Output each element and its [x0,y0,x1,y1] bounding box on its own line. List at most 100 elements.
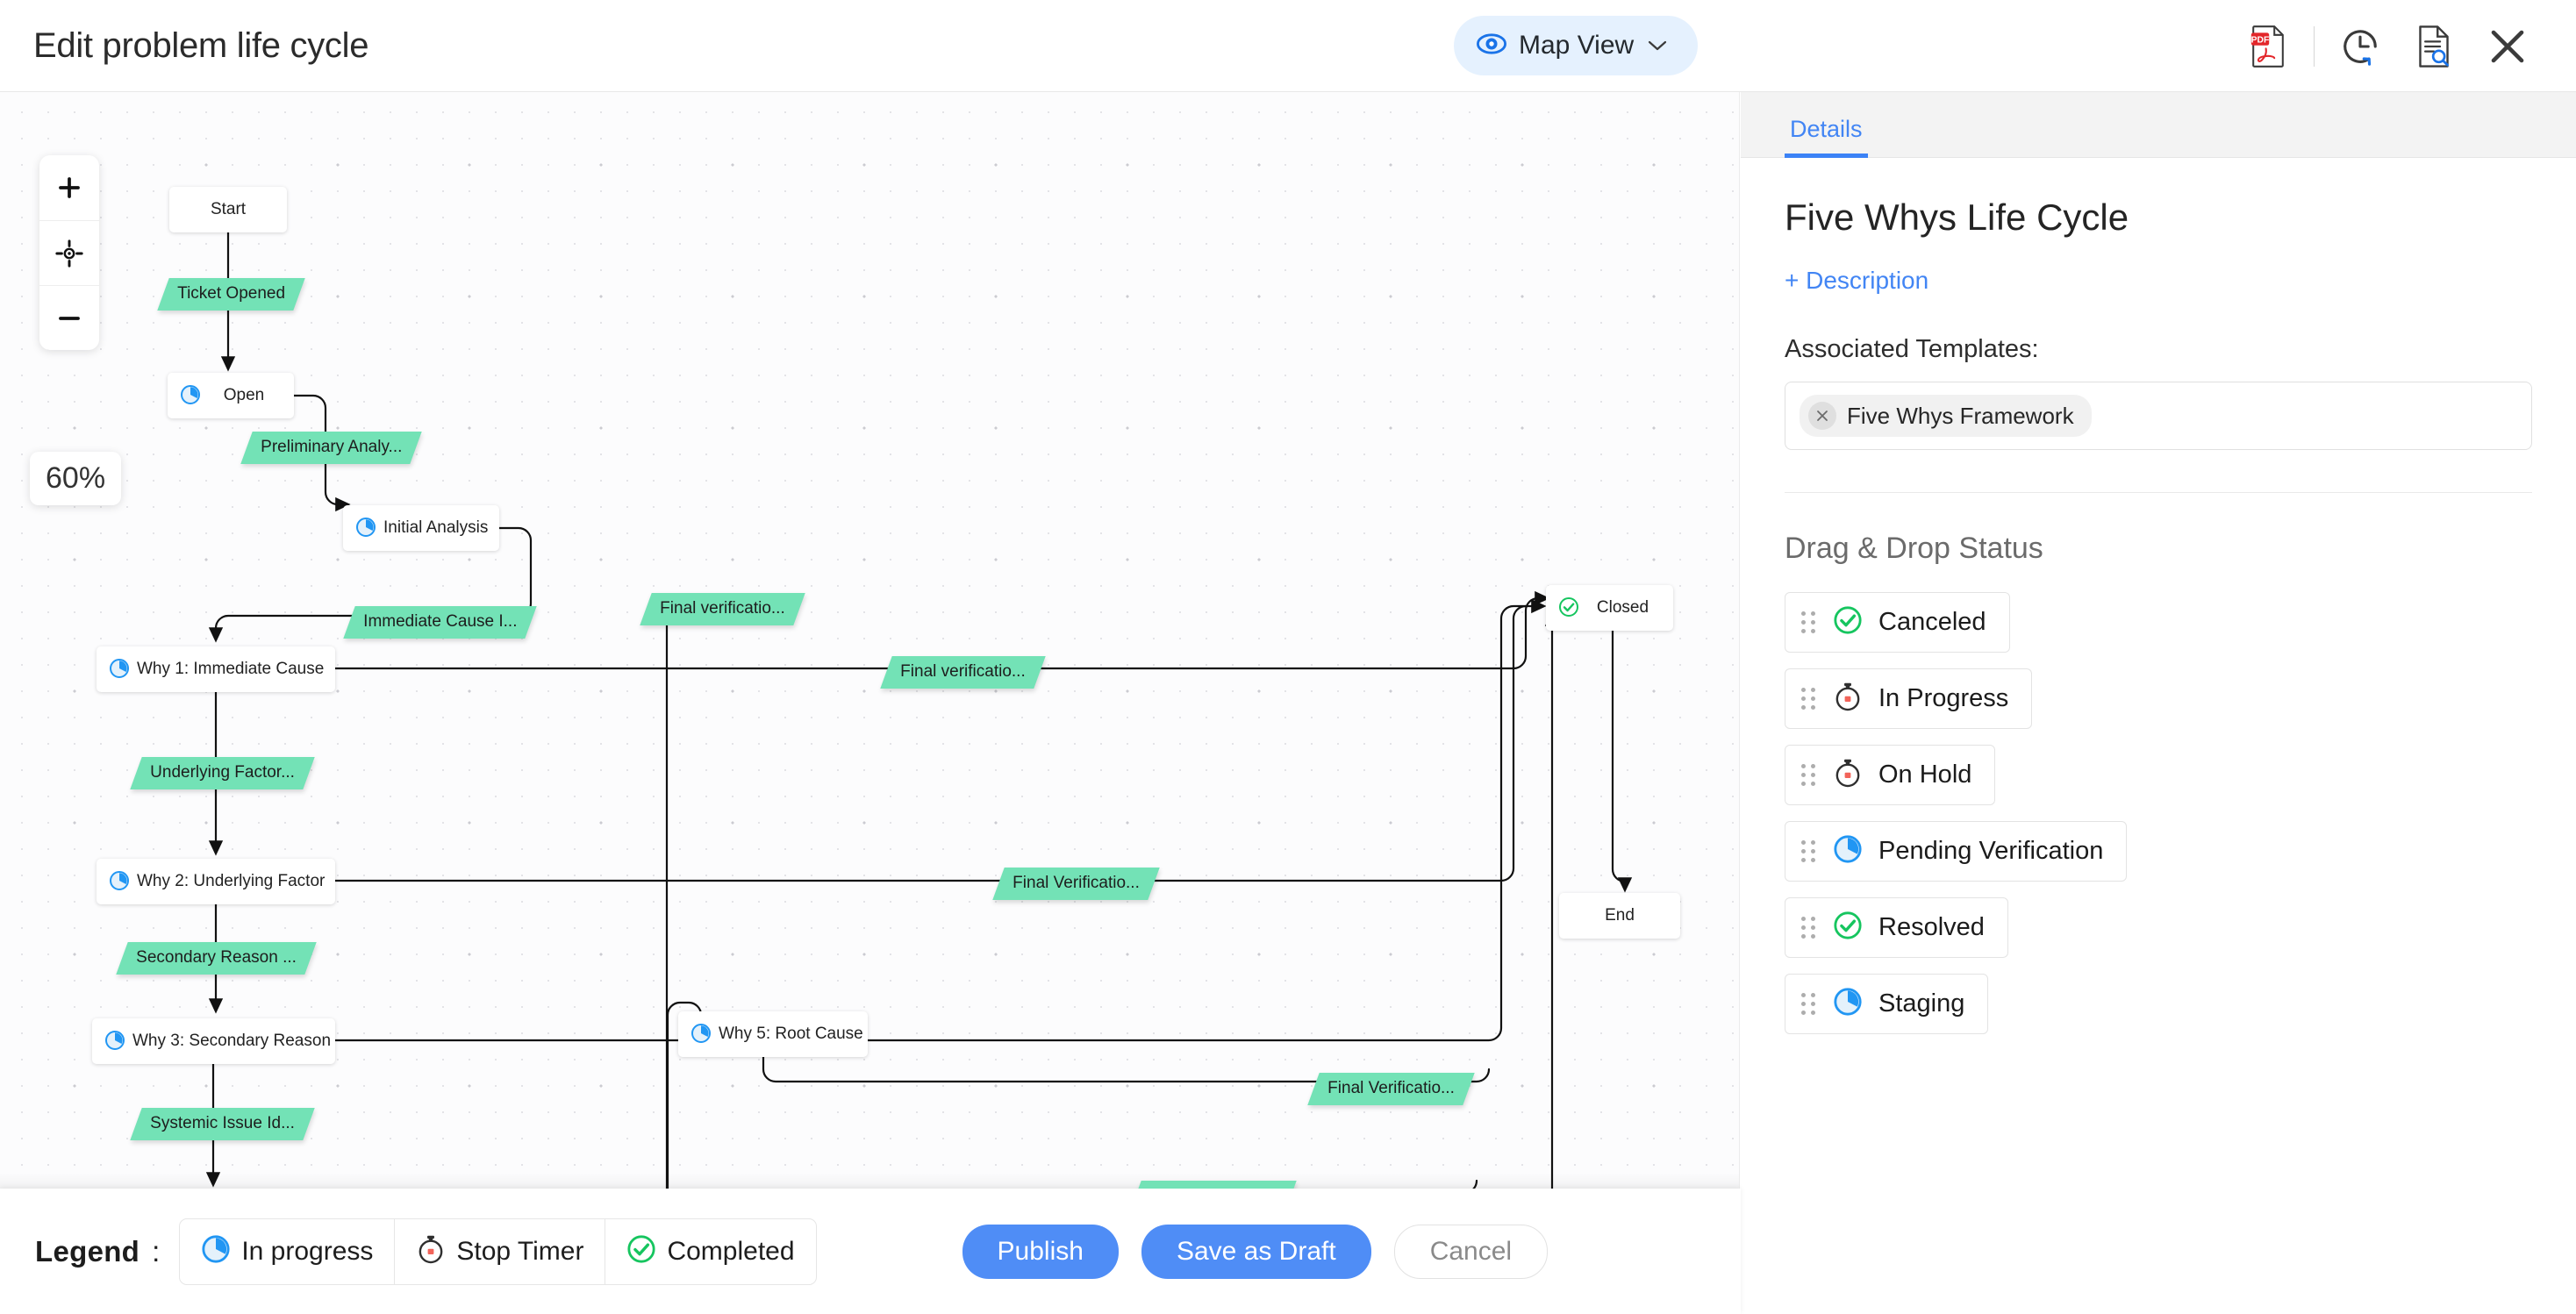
template-chip[interactable]: Five Whys Framework [1800,395,2092,437]
close-icon[interactable] [1808,402,1836,430]
flow-node-why3[interactable]: Why 3: Secondary Reason [92,1018,335,1064]
drag-handle-icon[interactable] [1801,992,1817,1016]
flow-edge-label-text: Final Verificatio... [1149,1187,1277,1189]
flow-node-label: Why 3: Secondary Reason [132,1032,332,1050]
chevron-down-icon [1648,36,1667,55]
history-clock-icon[interactable] [2323,10,2397,83]
status-label: Pending Verification [1878,837,2104,865]
legend-item: Completed [605,1218,815,1284]
in-progress-icon [104,1030,127,1053]
zoom-controls [39,155,99,350]
tab-details[interactable]: Details [1785,116,1868,158]
flow-node-start[interactable]: Start [169,187,287,232]
document-search-icon[interactable] [2397,10,2471,83]
status-label: Canceled [1878,608,1986,636]
add-description-link[interactable]: + Description [1785,267,1929,294]
flow-edge-label[interactable]: Final Verificatio... [1307,1073,1475,1105]
zoom-in-button[interactable] [39,155,99,220]
flow-node-label: Start [210,200,247,218]
in-progress-icon [109,658,132,681]
flow-node-label: Why 1: Immediate Cause [137,660,325,678]
legend-item-label: Stop Timer [456,1236,584,1266]
in-progress-icon [1833,987,1863,1021]
flow-edge-label-text: Secondary Reason ... [136,948,297,967]
flow-edge-label[interactable]: Ticket Opened [157,278,305,311]
completed-icon [626,1234,656,1268]
flow-edge-label[interactable]: Underlying Factor... [130,757,315,789]
flow-edge-label-text: Systemic Issue Id... [150,1114,295,1132]
in-progress-icon [355,517,378,539]
flow-node-closed[interactable]: Closed [1546,585,1673,631]
svg-text:PDF: PDF [2251,35,2270,45]
in-progress-icon [201,1234,231,1268]
in-progress-icon [109,870,132,893]
associated-templates-label: Associated Templates: [1785,335,2039,363]
flow-node-open[interactable]: Open [168,373,294,418]
status-list-item[interactable]: In Progress [1785,668,2033,729]
flow-node-label: Open [223,386,265,404]
zoom-recenter-button[interactable] [39,220,99,285]
footer-actions: Publish Save as Draft Cancel [962,1224,1549,1279]
flow-edge-label[interactable]: Final verificatio... [880,656,1046,689]
drag-handle-icon[interactable] [1801,916,1817,939]
flow-edge-label[interactable]: Immediate Cause I... [343,606,538,639]
completed-icon [1558,596,1581,619]
flow-edge-label[interactable]: Preliminary Analy... [240,432,422,464]
save-as-draft-button[interactable]: Save as Draft [1141,1224,1371,1279]
flow-node-end[interactable]: End [1559,893,1680,939]
legend-box: In progress Stop Timer Completed [179,1218,817,1285]
publish-button[interactable]: Publish [962,1224,1119,1279]
zoom-out-button[interactable] [39,285,99,350]
lifecycle-title: Five Whys Life Cycle [1785,196,2129,238]
flow-edge-label-text: Underlying Factor... [150,763,295,782]
flow-node-label: Closed [1596,598,1649,617]
flow-node-why5[interactable]: Why 5: Root Cause [678,1011,868,1057]
legend-item: Stop Timer [394,1218,605,1284]
canvas-dot-grid [0,92,1739,1189]
in-progress-icon [180,384,203,407]
panel-body: Five Whys Life Cycle + Description Assoc… [1741,158,2576,1034]
status-list-item[interactable]: Staging [1785,974,1989,1034]
status-list-item[interactable]: Pending Verification [1785,821,2128,882]
status-label: Staging [1878,989,1965,1018]
completed-icon [1833,911,1863,945]
flow-edge-label[interactable]: Final Verificatio... [992,868,1160,900]
close-icon[interactable] [2471,10,2544,83]
status-list-item[interactable]: Resolved [1785,897,2008,958]
flow-edge-label[interactable]: Final Verificatio... [1129,1181,1297,1189]
stop-timer-icon [1833,758,1863,792]
cancel-button[interactable]: Cancel [1393,1224,1549,1279]
map-view-dropdown[interactable]: Map View [1454,16,1698,75]
status-list-item[interactable]: On Hold [1785,745,1996,805]
drag-handle-icon[interactable] [1801,687,1817,711]
in-progress-icon [1833,834,1863,868]
template-chip-label: Five Whys Framework [1847,402,2074,429]
header-divider [2314,25,2315,67]
drag-handle-icon[interactable] [1801,611,1817,634]
status-list-item[interactable]: Canceled [1785,592,2010,653]
flow-node-label: Why 5: Root Cause [719,1025,863,1043]
drag-handle-icon[interactable] [1801,839,1817,863]
flow-edge-label[interactable]: Final verificatio... [640,593,805,625]
flow-node-why2[interactable]: Why 2: Underlying Factor [97,859,335,904]
flow-node-initial[interactable]: Initial Analysis [343,505,499,551]
flow-edge-label-text: Final Verificatio... [1013,874,1140,892]
flow-edge-label[interactable]: Systemic Issue Id... [130,1108,315,1140]
legend-label: Legend [35,1234,140,1268]
flow-node-why1[interactable]: Why 1: Immediate Cause [97,646,335,692]
legend-item-label: In progress [241,1236,374,1266]
flow-edge-label[interactable]: Secondary Reason ... [116,942,317,975]
flow-edge-label-text: Final verificatio... [660,599,785,618]
pdf-export-icon[interactable]: PDF [2231,10,2305,83]
panel-divider [1785,492,2532,493]
flow-node-label: Why 2: Underlying Factor [137,872,326,890]
panel-tabbar: Details [1741,92,2576,158]
drag-handle-icon[interactable] [1801,763,1817,787]
associated-templates-field[interactable]: Five Whys Framework [1785,382,2532,450]
map-view-label: Map View [1519,31,1635,60]
legend-item: In progress [180,1219,394,1284]
canvas-bottom-shadow [0,1173,1739,1189]
